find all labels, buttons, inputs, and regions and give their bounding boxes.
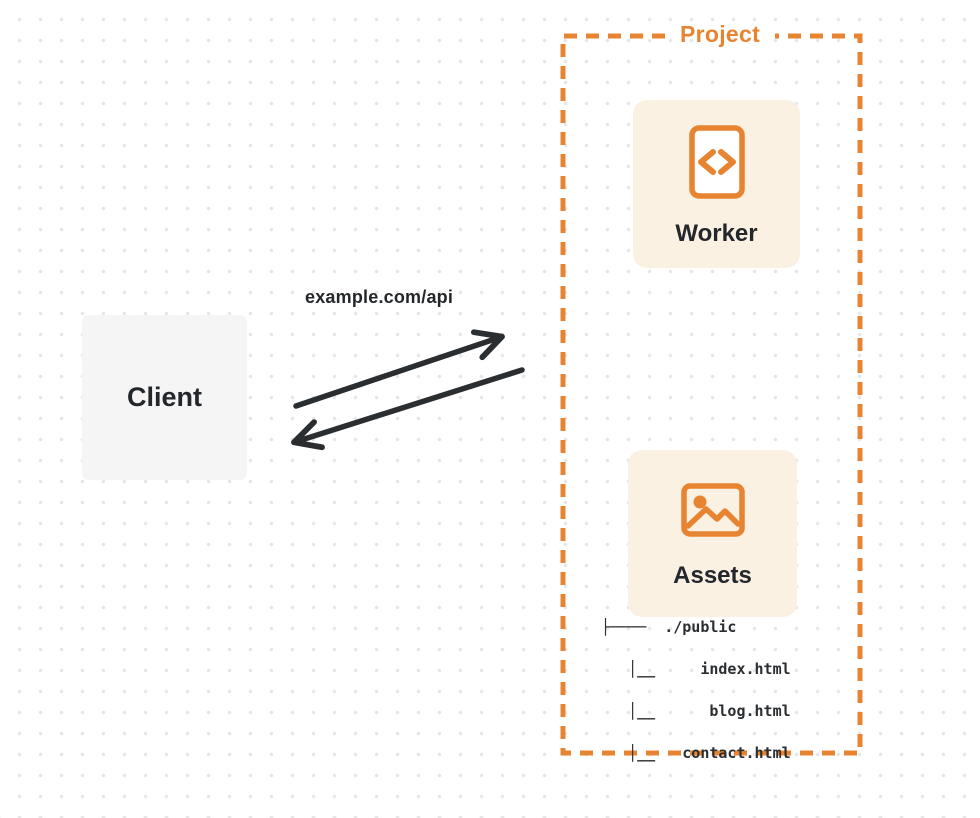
request-url-label: example.com/api xyxy=(305,287,454,307)
project-title: Project xyxy=(679,21,761,47)
response-arrow xyxy=(291,367,525,451)
tree-line-blog: │__ blog.html xyxy=(601,702,791,720)
public-file-tree: ├──── ./public │__ index.html │__ blog.h… xyxy=(601,617,791,785)
tree-line-public: ├──── ./public xyxy=(601,618,737,636)
worker-label: Worker xyxy=(675,220,758,247)
client-node: Client xyxy=(82,315,247,480)
worker-node: Worker xyxy=(633,100,800,268)
client-label: Client xyxy=(126,382,202,412)
image-icon xyxy=(680,483,745,537)
tree-line-index: │__ index.html xyxy=(601,660,791,678)
code-document-icon xyxy=(688,125,745,199)
tree-line-contact: │__ contact.html xyxy=(601,744,791,762)
assets-node: Assets xyxy=(628,450,797,617)
request-arrow xyxy=(293,329,505,409)
assets-label: Assets xyxy=(673,562,752,589)
